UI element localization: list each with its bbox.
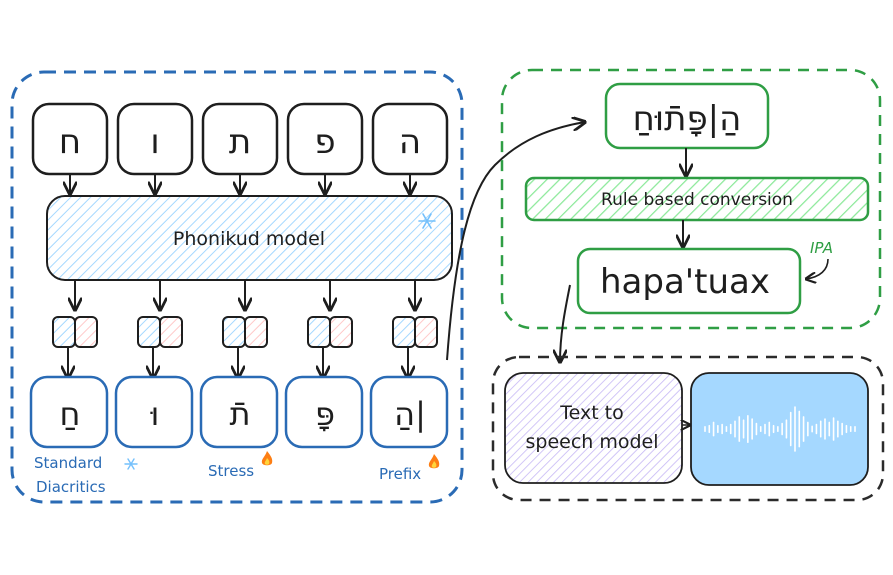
stress-prefix-block (244, 316, 268, 348)
diacritic-block (52, 316, 76, 348)
ipa-box: hapa'tuax (576, 247, 802, 315)
diacritized-word: הַ|פָּתֿוּחַ (633, 99, 742, 139)
rule-conversion-label: Rule based conversion (601, 190, 793, 210)
stress-prefix-block (74, 316, 98, 348)
rule-conversion-box: Rule based conversion (524, 176, 870, 222)
diacritic-block (392, 316, 416, 348)
waveform-icon (704, 406, 856, 452)
output-letter: וּ (150, 395, 159, 433)
input-letter-box: ח (31, 102, 109, 194)
prediction-pair (137, 280, 183, 378)
diacritics-label: Diacritics (36, 478, 106, 496)
prediction-blocks (52, 280, 438, 378)
output-letter-box: פָּ (284, 375, 364, 449)
output-letter: פָּ (315, 395, 335, 433)
snowflake-icon (418, 213, 436, 229)
input-letter: פ (314, 122, 335, 162)
fire-icon (261, 451, 273, 466)
connector-arrow (446, 122, 585, 361)
stress-label: Stress (208, 462, 254, 480)
standard-label: Standard (34, 454, 102, 472)
stress-prefix-block (159, 316, 183, 348)
connector-arrow (560, 284, 571, 362)
phonikud-group-frame (10, 70, 464, 504)
output-letter: תֿ (229, 395, 250, 433)
input-letter: ת (229, 122, 251, 162)
tts-model-label-line2: speech model (525, 431, 658, 453)
diacritic-block (137, 316, 161, 348)
output-letter-box: חַ (29, 375, 109, 449)
diacritized-word-box: הַ|פָּתֿוּחַ (604, 82, 770, 150)
input-letter-box: פ (286, 102, 364, 194)
snowflake-icon (124, 458, 138, 470)
output-letters: חַ וּ תֿ פָּ הַ| (29, 375, 449, 449)
prediction-pair (222, 280, 268, 378)
prediction-pair (392, 280, 438, 378)
prediction-pair (52, 280, 98, 378)
ipa-tag-arrow (806, 258, 829, 279)
stress-prefix-block (329, 316, 353, 348)
input-letter: ה (399, 122, 421, 162)
output-letter: חַ (60, 395, 81, 433)
input-letter-box: ה (371, 102, 449, 194)
prefix-label: Prefix (379, 465, 421, 483)
tts-model-box: Text to speech model (504, 372, 683, 484)
phonikud-model-label: Phonikud model (173, 228, 325, 250)
output-letter-box: וּ (114, 375, 194, 449)
fire-icon (428, 454, 440, 469)
tts-group-frame (491, 355, 885, 502)
ipa-tag: IPA (810, 239, 833, 257)
stress-prefix-block (414, 316, 438, 348)
input-letter-box: ת (201, 102, 279, 194)
tts-model-label-line1: Text to (559, 402, 624, 424)
input-letter-box: ו (116, 102, 194, 194)
conversion-group-frame (500, 68, 882, 330)
audio-output-box (690, 372, 869, 486)
output-letter-box: תֿ (199, 375, 279, 449)
diacritic-block (307, 316, 331, 348)
ipa-transcription: hapa'tuax (600, 262, 770, 302)
input-letter: ח (59, 122, 81, 162)
prediction-pair (307, 280, 353, 378)
diacritic-block (222, 316, 246, 348)
output-letter: הַ| (394, 395, 426, 433)
input-letter: ו (150, 122, 159, 162)
phonikud-model-box: Phonikud model (46, 195, 453, 281)
output-letter-box: הַ| (369, 375, 449, 449)
